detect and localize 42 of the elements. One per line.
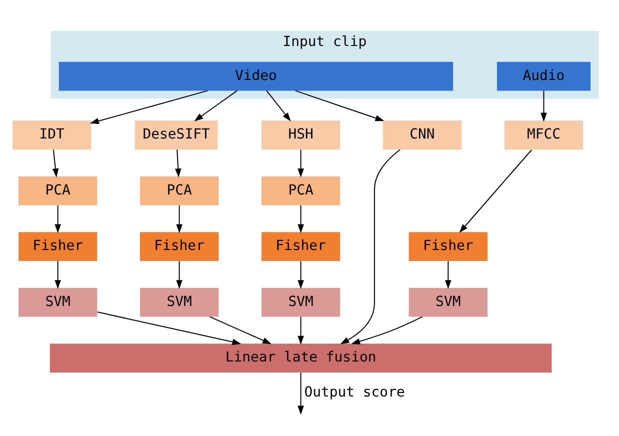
node-box: DeseSIFT [135,120,218,149]
node-box: MFCC [504,120,584,149]
arrow [445,260,452,289]
arrow [96,311,242,344]
node-box: Fisher [408,232,488,260]
arrow [54,260,61,289]
node-box: HSH [261,120,340,149]
node-box: PCA [261,176,340,205]
node-box: SVM [261,287,340,316]
node-box: Fisher [140,232,219,260]
node-box: Fisher [261,232,340,260]
node-box: PCA [18,176,98,205]
arrow [209,316,272,344]
node-box: CNN [382,120,462,149]
arrow [298,148,304,178]
node-box: Video [58,61,454,90]
node-box: SVM [140,287,219,316]
arrow [298,372,304,414]
arrow [459,148,532,232]
arrow [54,204,61,233]
arrow [90,90,208,124]
arrow [298,260,304,289]
node-box: IDT [12,120,92,149]
arrow [176,204,182,233]
arrow [351,316,424,344]
arrow [294,90,384,121]
node-box: SVM [408,287,488,316]
node-box: Fisher [18,232,98,260]
arrow [266,90,291,121]
node-box: Linear late fusion [50,343,552,372]
node-box: PCA [140,176,219,205]
arrow [176,260,182,289]
node-box: SVM [18,287,98,316]
node-box: Audio [496,61,591,90]
arrow [540,90,547,122]
arrow [298,204,304,233]
edge-label: Output score [304,384,405,400]
arrow [52,148,59,178]
arrow [194,90,238,121]
arrow [340,148,401,344]
arrow [175,148,182,178]
arrow [298,316,304,344]
